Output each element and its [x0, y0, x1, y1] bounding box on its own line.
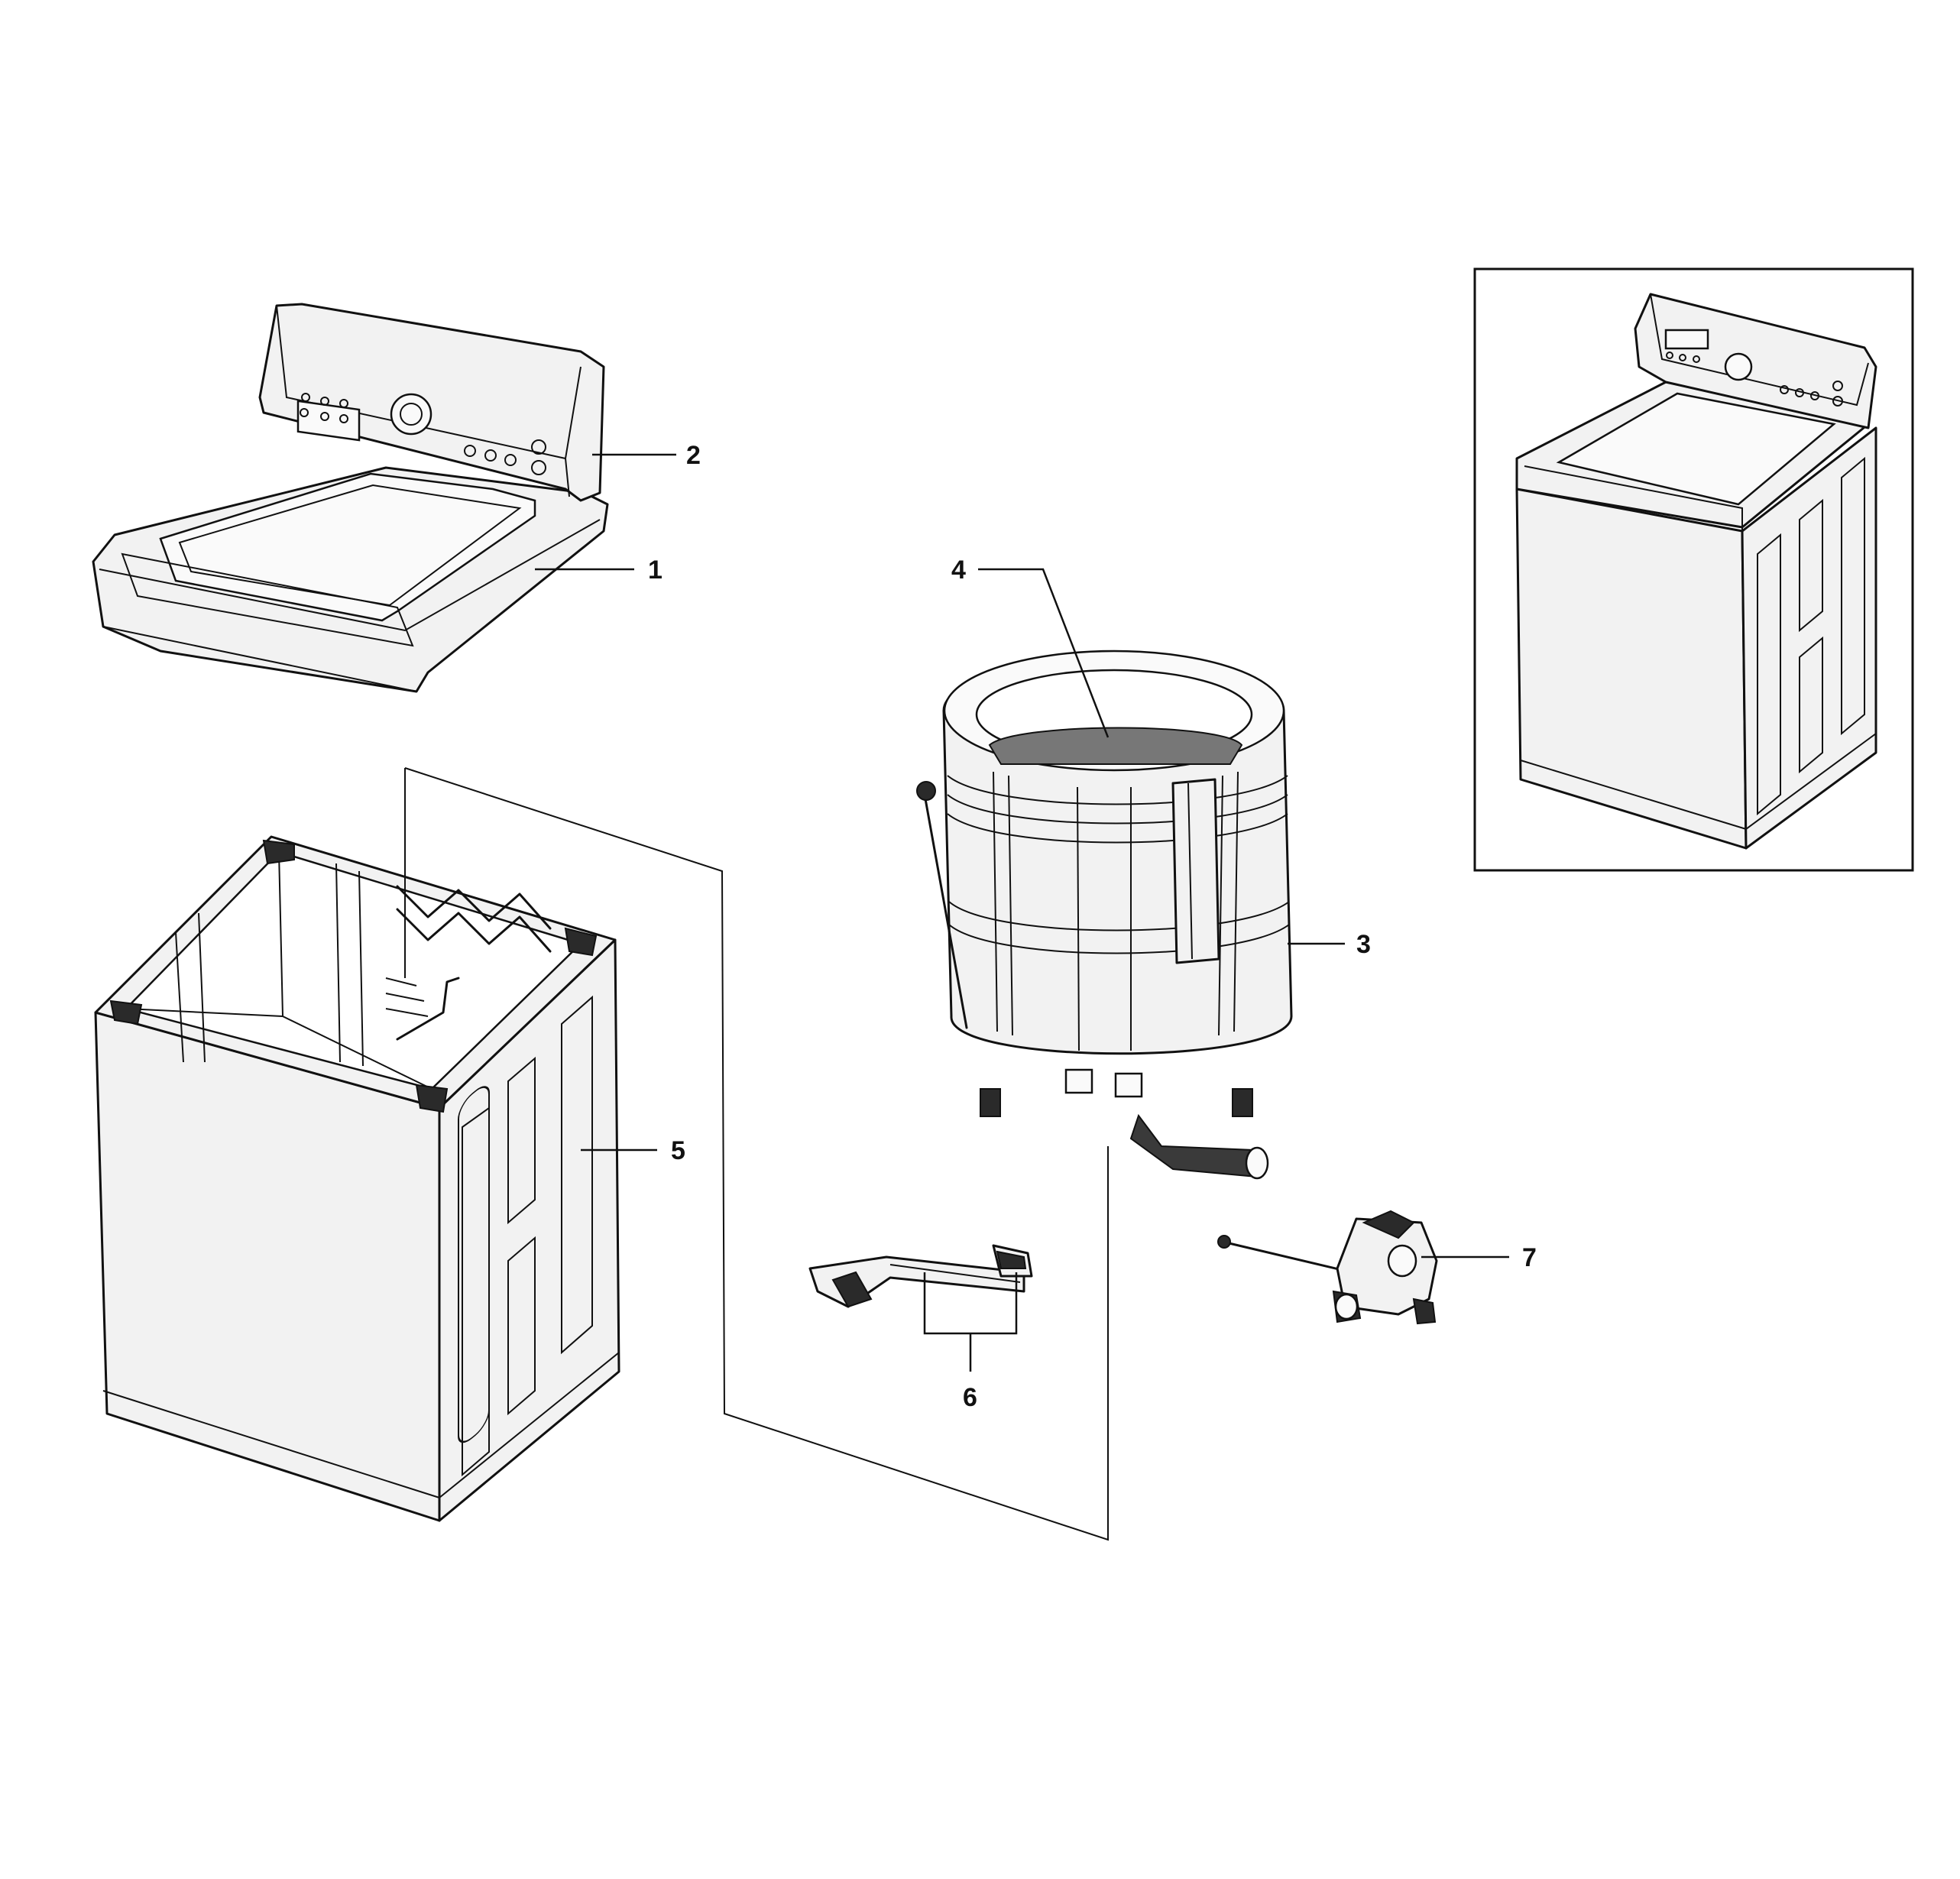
assembled-washer-inset	[1473, 267, 1914, 872]
assembly-guide-line	[404, 767, 1109, 1541]
callout-3: 3	[1356, 930, 1371, 959]
cabinet-assembly	[94, 835, 620, 1522]
leader-4	[978, 568, 1110, 738]
callout-7: 7	[1522, 1243, 1537, 1272]
leader-6	[923, 1272, 1018, 1372]
callout-1: 1	[648, 556, 663, 585]
callout-5: 5	[671, 1136, 685, 1165]
callout-6: 6	[963, 1383, 977, 1412]
top-panel-assembly	[92, 303, 609, 693]
heater-part	[808, 1244, 1033, 1308]
callout-labels: 1 2 3 4 5 6 7	[648, 441, 1537, 1412]
callout-2: 2	[686, 441, 701, 470]
callout-4: 4	[951, 556, 966, 585]
tub-assembly	[916, 650, 1293, 1180]
pump-part	[1217, 1210, 1438, 1325]
callout-leaders	[535, 453, 1509, 1372]
